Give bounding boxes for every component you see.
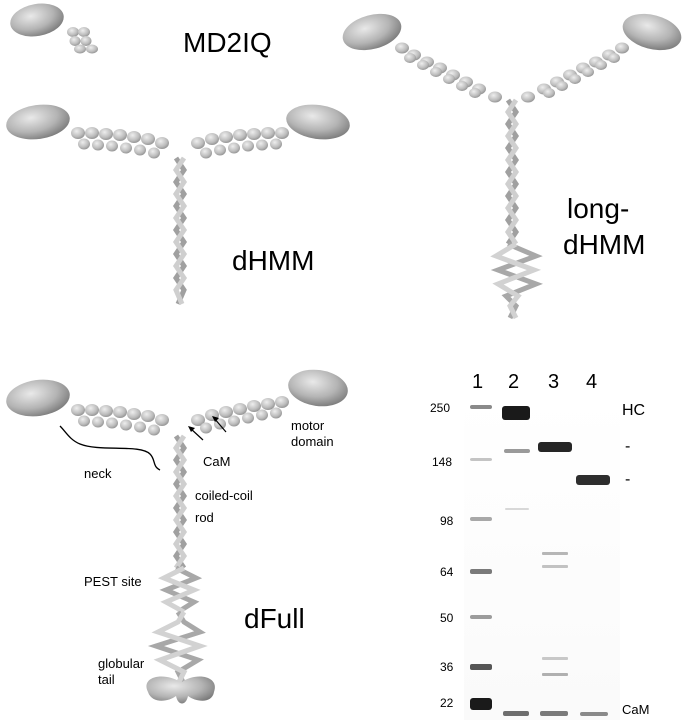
marker-label-50: 50: [440, 611, 454, 625]
motor-head: [288, 369, 348, 407]
gel-band-cam: [503, 711, 529, 716]
long-dhmm-label-line1: long-: [567, 193, 629, 224]
marker-label-64: 64: [440, 565, 454, 579]
dhmm-construct: [6, 104, 350, 305]
md2iq-label: MD2IQ: [183, 27, 272, 58]
gel-band: [504, 449, 530, 453]
motor-domain-label-line1: motor: [291, 418, 325, 433]
motor-head: [286, 104, 350, 140]
gel-band: [505, 508, 529, 510]
neck-beads: [71, 396, 289, 436]
hc-dash-label: -: [625, 438, 630, 455]
coiled-coil-label-line1: coiled-coil: [195, 488, 253, 503]
cam-label: CaM: [203, 454, 230, 469]
dfull-label: dFull: [244, 603, 305, 634]
motor-head: [6, 379, 70, 417]
gel-panel: 1 2 3 4 250 148 98 64 50 36 22: [430, 371, 649, 720]
marker-label-22: 22: [440, 696, 454, 710]
marker-label-250: 250: [430, 401, 450, 415]
globular-tail-label-line1: globular: [98, 656, 145, 671]
gel-band: [542, 565, 568, 568]
lane-1-ladder: [470, 405, 492, 710]
globular-tail: [146, 676, 215, 704]
gel-band: [542, 657, 568, 660]
coiled-coil-rod: [172, 156, 188, 305]
hc-label: HC: [622, 402, 645, 419]
gel-band-cam: [540, 711, 568, 716]
gel-band-hc: [576, 475, 610, 485]
gel-band: [542, 552, 568, 555]
neck-brace: [59, 425, 161, 471]
lane-4: [576, 475, 610, 716]
motor-domain-label-line2: domain: [291, 434, 334, 449]
gel-band: [470, 517, 492, 521]
lane-label-4: 4: [586, 371, 597, 393]
coiled-coil-label-line2: rod: [195, 510, 214, 525]
neck-beads: [67, 27, 98, 54]
gel-band: [470, 698, 492, 710]
gel-band: [470, 405, 492, 409]
marker-label-36: 36: [440, 660, 454, 674]
motor-head: [622, 13, 682, 51]
cam-band-label: CaM: [622, 702, 649, 717]
motor-head: [342, 13, 402, 51]
neck-beads: [71, 127, 289, 159]
neck-label: neck: [84, 466, 112, 481]
gel-band-hc: [502, 406, 530, 420]
dhmm-label: dHMM: [232, 245, 314, 276]
lane-label-1: 1: [472, 371, 483, 393]
marker-label-148: 148: [432, 455, 452, 469]
rod-kink-lower: [147, 610, 206, 686]
neck-beads: [395, 42, 629, 103]
md2iq-construct: [10, 3, 98, 54]
marker-label-98: 98: [440, 514, 454, 528]
gel-band: [470, 664, 492, 670]
dfull-construct: [6, 369, 348, 704]
gel-band: [470, 615, 492, 619]
long-dhmm-label-line2: dHMM: [563, 229, 645, 260]
lane-2: [502, 406, 530, 716]
pest-site-label: PEST site: [84, 574, 142, 589]
long-dhmm-construct: [342, 13, 682, 320]
gel-band-cam: [580, 712, 608, 716]
globular-tail-label-line2: tail: [98, 672, 115, 687]
lane-3: [538, 442, 572, 716]
lane-label-3: 3: [548, 371, 559, 393]
coiled-coil-rod: [504, 98, 520, 246]
rod-kink: [490, 241, 543, 320]
hc-dash-label: -: [625, 471, 630, 488]
gel-band-hc: [538, 442, 572, 452]
motor-head: [6, 104, 70, 140]
rod-kink-pest: [159, 565, 203, 615]
gel-band: [470, 569, 492, 574]
lane-label-2: 2: [508, 371, 519, 393]
motor-head: [10, 3, 64, 37]
gel-band: [542, 673, 568, 676]
gel-band: [470, 458, 492, 461]
